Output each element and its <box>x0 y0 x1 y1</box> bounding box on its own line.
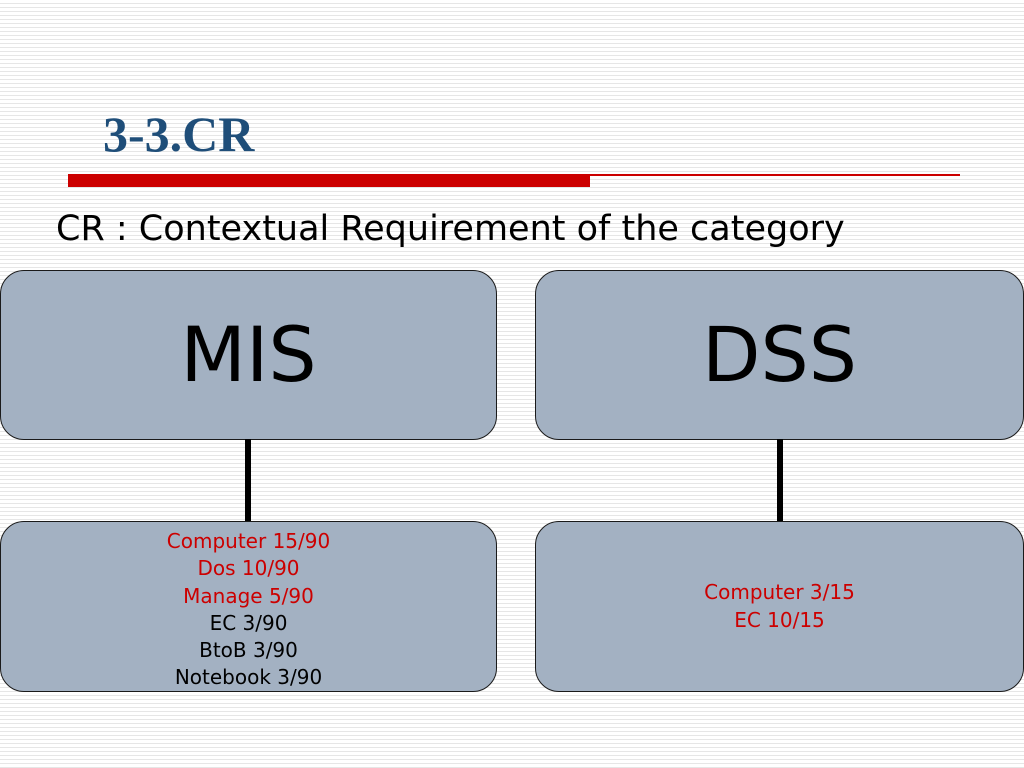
mis-detail-box: Computer 15/90 Dos 10/90 Manage 5/90 EC … <box>0 521 497 692</box>
title-underline-thick <box>68 174 590 187</box>
mis-detail-item: BtoB 3/90 <box>199 638 298 663</box>
dss-connector-line <box>777 439 783 522</box>
slide-subtitle: CR : Contextual Requirement of the categ… <box>56 209 845 249</box>
mis-detail-item: Computer 15/90 <box>166 529 331 553</box>
mis-detail-item: EC 3/90 <box>209 610 288 635</box>
dss-node-label: DSS <box>701 310 857 399</box>
mis-connector-line <box>245 439 251 522</box>
mis-detail-item: Notebook 3/90 <box>174 665 323 690</box>
title-underline-thin <box>590 174 960 176</box>
dss-node: DSS <box>535 270 1024 440</box>
mis-detail-item: Manage 5/90 <box>183 583 314 608</box>
mis-detail-item: Dos 10/90 <box>197 556 300 581</box>
dss-detail-item: Computer 3/15 <box>704 580 855 605</box>
dss-detail-box: Computer 3/15 EC 10/15 <box>535 521 1024 692</box>
mis-node: MIS <box>0 270 497 440</box>
slide-title: 3-3.CR <box>103 106 255 162</box>
mis-node-label: MIS <box>180 310 317 399</box>
dss-detail-item: EC 10/15 <box>734 607 825 632</box>
